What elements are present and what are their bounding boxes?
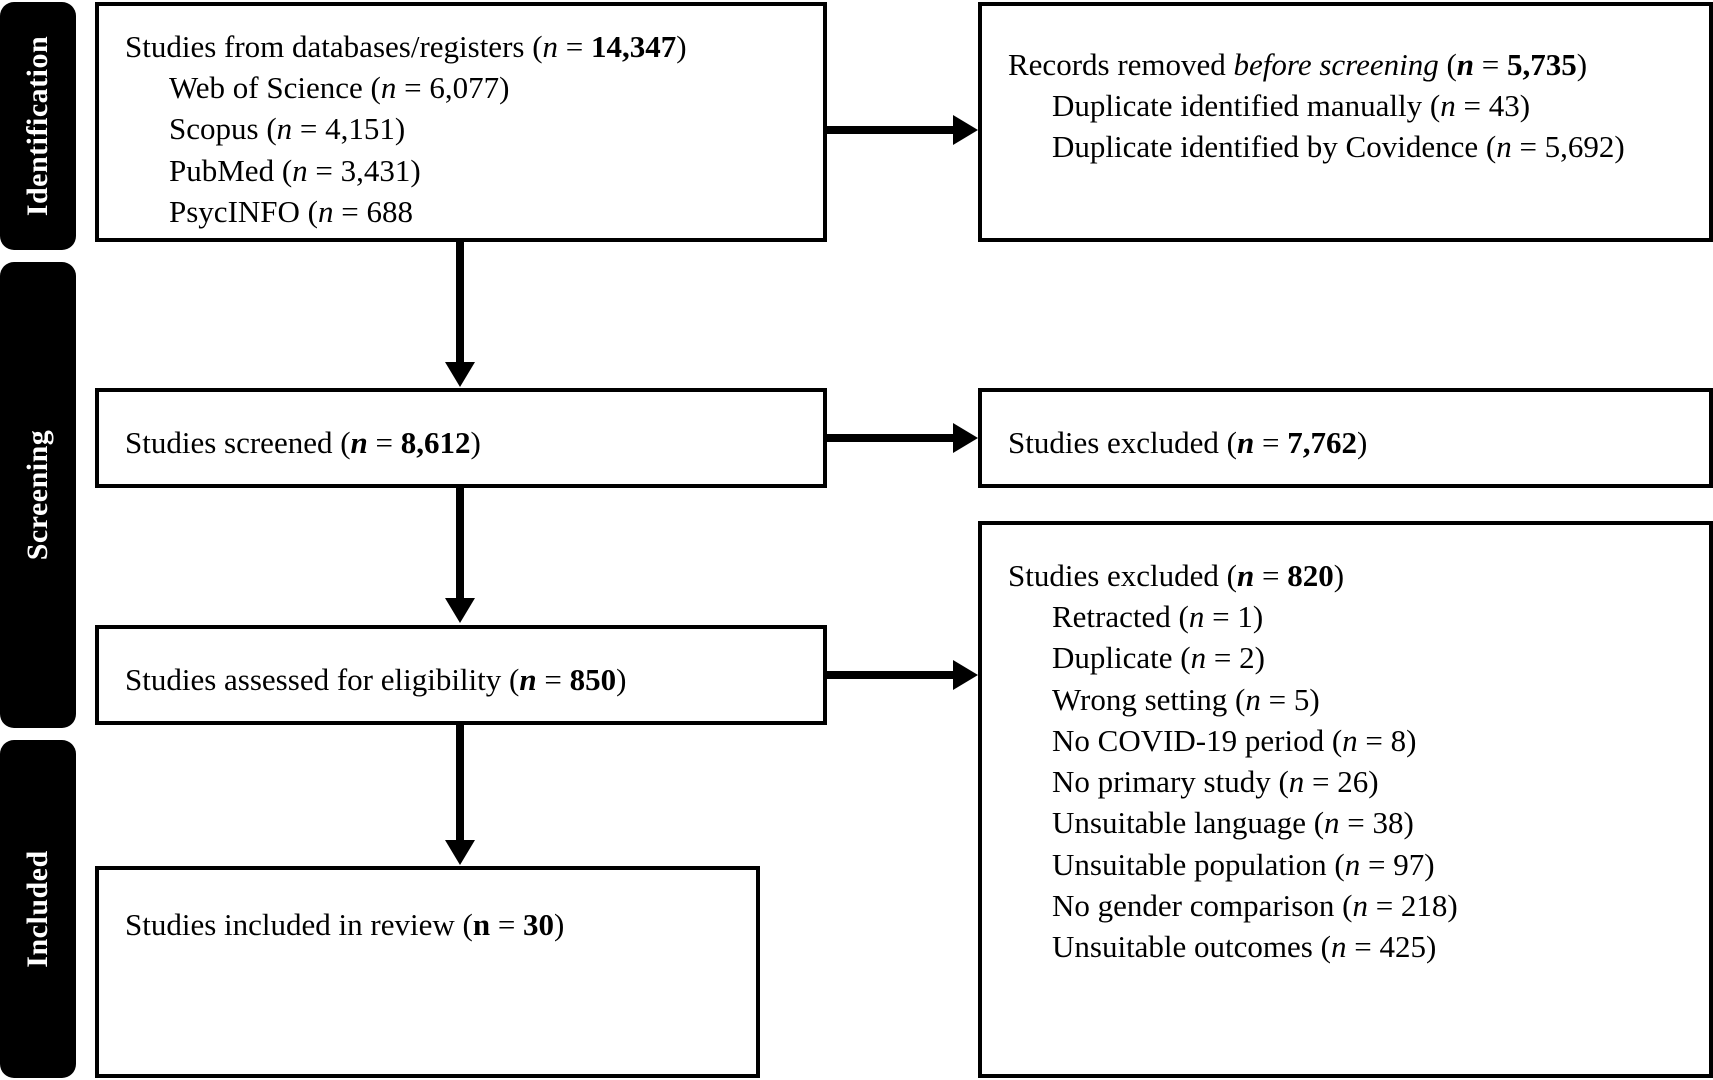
line-studies-excluded-screening: Studies excluded (n = 7,762) [1008,425,1368,460]
line-pubmed: PubMed (n = 3,431) [169,152,421,188]
line-scopus: Scopus (n = 4,151) [169,111,406,147]
box-studies-excluded-screening-text: Studies excluded (n = 7,762) [1008,422,1697,463]
line-duplicate-manual: Duplicate identified manually (n = 43) [1052,88,1531,124]
stage-tab-included: Included [0,740,76,1078]
line-no-covid-period: No COVID-19 period (n = 8) [1052,722,1417,758]
line-unsuitable-population: Unsuitable population (n = 97) [1052,846,1435,882]
line-studies-eligibility: Studies assessed for eligibility (n = 85… [125,662,627,697]
box-studies-screened-text: Studies screened (n = 8,612) [125,422,811,463]
line-retracted: Retracted (n = 1) [1052,599,1264,635]
box-studies-eligibility: Studies assessed for eligibility (n = 85… [95,625,827,725]
box-records-removed-text: Records removed before screening (n = 5,… [1008,44,1697,168]
line-records-removed-before-screening: Records removed before screening (n = 5,… [1008,47,1588,82]
line-unsuitable-outcomes: Unsuitable outcomes (n = 425) [1052,928,1437,964]
line-no-gender-comparison: No gender comparison (n = 218) [1052,887,1458,923]
connector-identification-to-screened-line [456,242,464,367]
connector-screened-to-excluded-arrowhead [953,423,978,453]
line-no-primary-study: No primary study (n = 26) [1052,764,1379,800]
stage-tab-identification: Identification [0,2,76,250]
box-studies-included: Studies included in review (n = 30) [95,866,760,1078]
box-identification-sources: Studies from databases/registers (n = 14… [95,2,827,242]
connector-identification-to-removed-arrowhead [953,115,978,145]
line-wrong-setting: Wrong setting (n = 5) [1052,681,1320,717]
line-duplicate: Duplicate (n = 2) [1052,640,1265,676]
box-studies-excluded-eligibility-text: Studies excluded (n = 820) Retracted (n … [1008,555,1697,967]
line-databases-registers: Studies from databases/registers (n = 14… [125,29,687,64]
line-studies-screened: Studies screened (n = 8,612) [125,425,481,460]
box-studies-screened: Studies screened (n = 8,612) [95,388,827,488]
line-duplicate-covidence: Duplicate identified by Covidence (n = 5… [1052,129,1625,165]
box-studies-excluded-screening: Studies excluded (n = 7,762) [978,388,1713,488]
box-studies-eligibility-text: Studies assessed for eligibility (n = 85… [125,659,811,700]
stage-tab-screening: Screening [0,262,76,728]
connector-eligibility-to-excluded-line [827,671,955,679]
line-studies-included: Studies included in review (n = 30) [125,907,565,942]
connector-eligibility-to-excluded-arrowhead [953,660,978,690]
stage-tab-identification-label: Identification [21,35,54,217]
box-studies-excluded-eligibility: Studies excluded (n = 820) Retracted (n … [978,521,1713,1078]
connector-eligibility-to-included-arrowhead [445,840,475,865]
connector-screened-to-eligibility-line [456,488,464,603]
line-studies-excluded-820: Studies excluded (n = 820) [1008,558,1345,593]
line-web-of-science: Web of Science (n = 6,077) [169,70,510,106]
stage-tab-screening-label: Screening [21,429,54,561]
connector-screened-to-excluded-line [827,434,955,442]
box-identification-sources-text: Studies from databases/registers (n = 14… [125,26,811,232]
connector-identification-to-removed-line [827,126,955,134]
box-studies-included-text: Studies included in review (n = 30) [125,904,744,945]
connector-identification-to-screened-arrowhead [445,362,475,387]
connector-eligibility-to-included-line [456,725,464,845]
line-psycinfo: PsycINFO (n = 688 [169,193,413,229]
connector-screened-to-eligibility-arrowhead [445,598,475,623]
box-records-removed: Records removed before screening (n = 5,… [978,2,1713,242]
stage-tab-included-label: Included [21,850,54,968]
line-unsuitable-language: Unsuitable language (n = 38) [1052,805,1414,841]
